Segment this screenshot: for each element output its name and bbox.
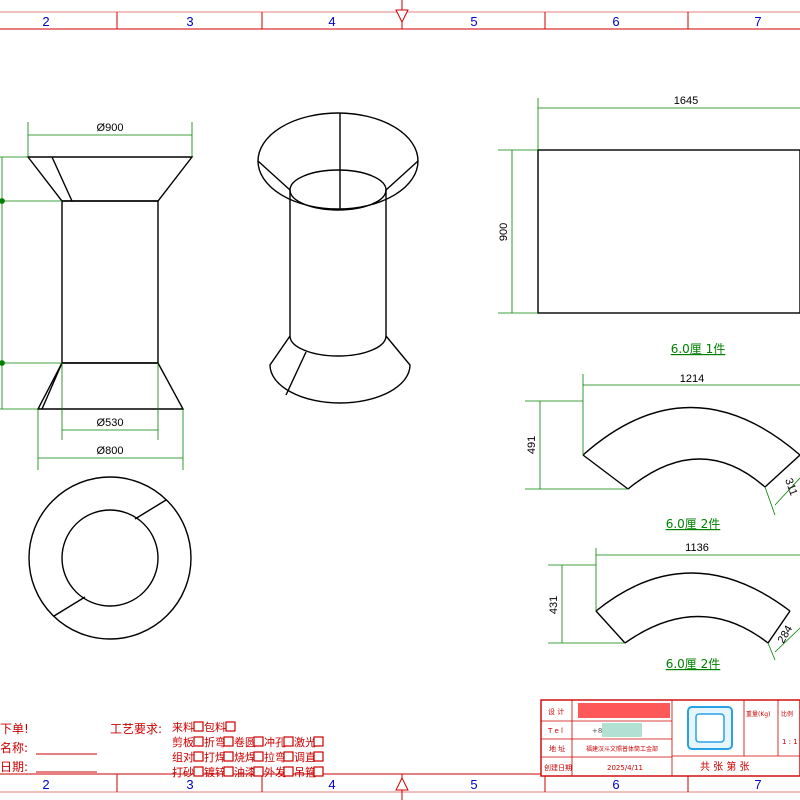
order-note-name-label: 名称: xyxy=(0,740,28,755)
part-a-label: 6.0厘 1件 xyxy=(671,342,726,356)
column-number: 5 xyxy=(470,14,477,29)
process-option: 来料 xyxy=(172,720,194,734)
process-checkbox[interactable] xyxy=(223,766,234,777)
process-option: 油漆 xyxy=(234,765,256,779)
part-b-label: 6.0厘 2件 xyxy=(666,517,721,531)
column-number: 6 xyxy=(612,14,619,29)
process-checkbox[interactable] xyxy=(225,721,236,732)
column-number: 3 xyxy=(186,14,193,29)
address-value: 福建汉斗文照普体筒工金部 xyxy=(586,745,658,753)
sheet-count: 共 张 第 张 xyxy=(700,760,750,773)
order-note: 下单! 名称: 日期: xyxy=(0,722,97,774)
process-option: 拉弯 xyxy=(264,750,286,764)
process-title: 工艺要求: xyxy=(110,722,162,736)
column-numbers-bottom: 2 3 4 5 6 7 xyxy=(42,777,761,792)
order-note-date-label: 日期: xyxy=(0,760,28,774)
process-option: 组对 xyxy=(172,750,194,764)
process-option: 调直 xyxy=(294,750,316,764)
column-number: 7 xyxy=(754,14,761,29)
process-checkbox[interactable] xyxy=(193,751,204,762)
order-note-line1: 下单! xyxy=(0,722,29,736)
part-a-width: 1214 xyxy=(680,373,704,385)
process-option: 烧焊 xyxy=(234,750,256,764)
part-b-bottom-label: 6.0厘 2件 xyxy=(666,657,721,671)
process-requirements: 工艺要求: 来料 包料 剪板 折弯 卷圆 冲孔 激光 组对 打焊 烧焊 拉弯 调… xyxy=(110,720,316,779)
process-option: 吊箍 xyxy=(294,765,316,779)
front-view-dimensions xyxy=(0,122,193,470)
column-number: 7 xyxy=(754,777,761,792)
design-label: 设 计 xyxy=(548,707,564,716)
plate-view xyxy=(498,98,800,314)
date-value: 2025/4/11 xyxy=(607,764,643,772)
process-checkboxes[interactable] xyxy=(193,721,324,777)
weight-label: 重量(Kg) xyxy=(746,710,770,718)
process-option: 卷圆 xyxy=(234,735,256,749)
address-label: 地 址 xyxy=(549,744,565,753)
plate-height-dimension: 900 xyxy=(498,223,510,241)
column-number: 2 xyxy=(42,777,49,792)
process-checkbox[interactable] xyxy=(193,721,204,732)
column-numbers-top: 2 3 4 5 6 7 xyxy=(42,14,761,29)
column-number: 3 xyxy=(186,777,193,792)
redacted-phone xyxy=(602,723,642,737)
process-checkbox[interactable] xyxy=(223,736,234,747)
part-b-width: 1136 xyxy=(685,542,709,554)
dimension-inner-diameter: Ø530 xyxy=(97,417,124,429)
tel-value: +8 xyxy=(592,727,602,735)
process-checkbox[interactable] xyxy=(253,751,264,762)
dimension-top-diameter: Ø900 xyxy=(97,122,124,134)
front-view xyxy=(26,156,194,410)
tel-label: T e l xyxy=(547,727,563,735)
ratio-value: 1 : 1 xyxy=(782,738,798,746)
process-checkbox[interactable] xyxy=(253,736,264,747)
process-checkbox[interactable] xyxy=(313,766,324,777)
process-checkbox[interactable] xyxy=(283,766,294,777)
process-option: 打砂 xyxy=(172,765,194,779)
dimension-base-diameter: Ø800 xyxy=(97,445,124,457)
process-checkbox[interactable] xyxy=(283,736,294,747)
date-label: 创建日期 xyxy=(544,763,572,772)
column-number: 6 xyxy=(612,777,619,792)
process-checkbox[interactable] xyxy=(193,766,204,777)
process-checkbox[interactable] xyxy=(313,736,324,747)
process-checkbox[interactable] xyxy=(193,736,204,747)
process-option: 折弯 xyxy=(204,735,226,749)
process-checkbox[interactable] xyxy=(223,751,234,762)
process-option: 剪板 xyxy=(172,735,194,749)
part-a-shape xyxy=(582,406,800,490)
process-option: 打焊 xyxy=(204,750,226,764)
process-option: 冲孔 xyxy=(264,735,286,749)
column-number: 4 xyxy=(328,777,335,792)
part-a-height: 491 xyxy=(526,436,538,454)
ratio-label: 比例 xyxy=(781,710,793,718)
process-option: 包料 xyxy=(204,720,226,734)
part-b-shape xyxy=(595,572,791,644)
column-number: 5 xyxy=(470,777,477,792)
title-block xyxy=(540,699,800,777)
column-number: 2 xyxy=(42,14,49,29)
redacted-design-name xyxy=(578,703,670,718)
process-checkbox[interactable] xyxy=(253,766,264,777)
part-b-dimensions xyxy=(548,548,800,661)
isometric-view xyxy=(257,112,419,404)
process-checkbox[interactable] xyxy=(313,751,324,762)
top-view xyxy=(28,476,192,640)
title-block-text: 设 计 T e l +8 地 址 福建汉斗文照普体筒工金部 创建日期 2025/… xyxy=(544,707,798,773)
part-a-dimensions xyxy=(525,374,800,516)
plate-width-dimension: 1645 xyxy=(674,95,698,107)
column-number: 4 xyxy=(328,14,335,29)
process-option: 外发 xyxy=(264,765,286,779)
part-b-height: 431 xyxy=(548,596,560,614)
process-option: 激光 xyxy=(294,735,316,749)
process-checkbox[interactable] xyxy=(283,751,294,762)
part-a-side: 311 xyxy=(782,477,799,498)
process-option: 镀锌 xyxy=(204,765,226,779)
